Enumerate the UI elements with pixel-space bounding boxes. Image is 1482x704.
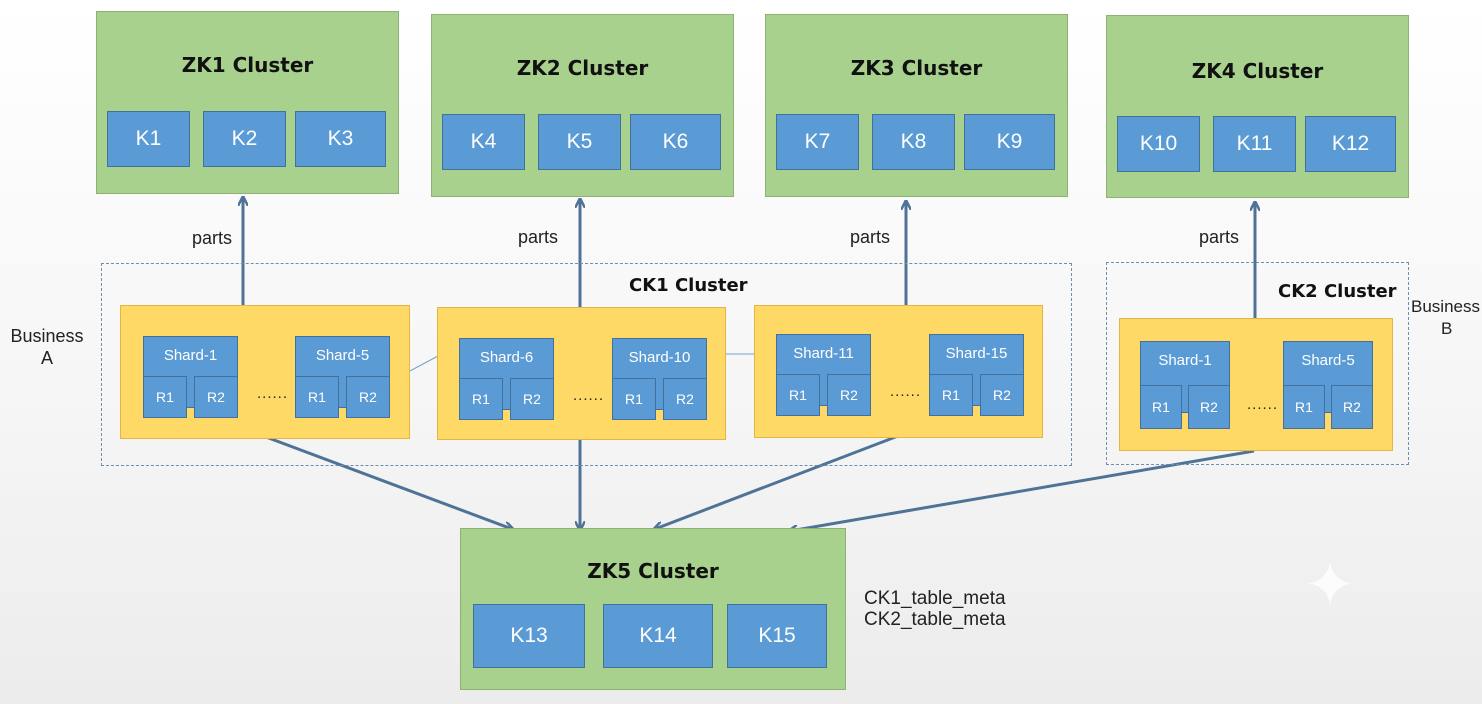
zk1-cluster: ZK1 Cluster K1 K2 K3 xyxy=(96,11,399,194)
zk-node: K4 xyxy=(442,114,525,170)
business-b-line2: B xyxy=(1441,319,1453,338)
zk-node: K2 xyxy=(203,111,286,167)
zk-node: K1 xyxy=(107,111,190,167)
business-b-line1: Business xyxy=(1411,297,1480,316)
replica-box: R2 xyxy=(1188,385,1230,429)
arrow-g1-to-zk5 xyxy=(265,435,512,529)
zk-node: K3 xyxy=(295,111,386,167)
zk-node: K10 xyxy=(1117,116,1200,172)
replica-box: R2 xyxy=(1331,385,1373,429)
ck2-table-meta: CK2_table_meta xyxy=(864,609,1006,630)
business-a-label: Business A xyxy=(4,325,90,369)
zk-node: K8 xyxy=(872,114,955,170)
ck1-cluster-title: CK1 Cluster xyxy=(629,275,748,296)
shard-group-4: Shard-1 R1 R2 ...... Shard-5 R1 R2 xyxy=(1119,318,1393,451)
zk4-cluster: ZK4 Cluster K10 K11 K12 xyxy=(1106,15,1409,198)
shard-group-2: Shard-6 R1 R2 ...... Shard-10 R1 R2 xyxy=(437,307,726,440)
business-a-line1: Business xyxy=(10,326,84,346)
replica-box: R1 xyxy=(612,378,656,420)
zk-node: K6 xyxy=(630,114,721,170)
sparkle-icon: ✦ xyxy=(1304,551,1356,620)
ck2-cluster: CK2 Cluster xyxy=(1106,262,1409,465)
replica-box: R1 xyxy=(1283,385,1325,429)
replica-box: R1 xyxy=(295,376,339,418)
replica-box: R1 xyxy=(776,374,820,416)
replica-box: R1 xyxy=(459,378,503,420)
zk4-cluster-title: ZK4 Cluster xyxy=(1191,59,1324,83)
zk-node: K5 xyxy=(538,114,621,170)
edge-label-parts: parts xyxy=(1199,227,1240,247)
business-a-line2: A xyxy=(40,348,53,368)
ck2-cluster-title: CK2 Cluster xyxy=(1278,281,1397,302)
group-link-1-2 xyxy=(407,355,439,373)
zk3-cluster: ZK3 Cluster K7 K8 K9 xyxy=(765,14,1068,197)
zk2-cluster: ZK2 Cluster K4 K5 K6 xyxy=(431,14,734,197)
zk-node: K12 xyxy=(1305,116,1396,172)
zk-node: K7 xyxy=(776,114,859,170)
replica-box: R2 xyxy=(346,376,390,418)
zk2-cluster-title: ZK2 Cluster xyxy=(516,56,649,80)
shard-ellipsis: ...... xyxy=(890,383,922,400)
ck1-cluster: CK1 Cluster xyxy=(101,263,1072,466)
zk-node: K15 xyxy=(727,604,827,668)
replica-box: R2 xyxy=(663,378,707,420)
business-b-label: Business B xyxy=(1411,296,1482,340)
zk-node: K13 xyxy=(473,604,585,668)
zk5-cluster-title: ZK5 Cluster xyxy=(587,559,719,583)
replica-box: R1 xyxy=(929,374,973,416)
shard-ellipsis: ...... xyxy=(1247,396,1279,413)
zk-node: K14 xyxy=(603,604,713,668)
replica-box: R1 xyxy=(1140,385,1182,429)
replica-box: R1 xyxy=(143,376,187,418)
zk1-cluster-title: ZK1 Cluster xyxy=(181,53,314,77)
shard-ellipsis: ...... xyxy=(573,387,605,404)
edge-label-parts: parts xyxy=(192,228,233,248)
replica-box: R2 xyxy=(194,376,238,418)
replica-box: R2 xyxy=(980,374,1024,416)
zk-node: K11 xyxy=(1213,116,1296,172)
zk5-cluster: ZK5 Cluster K13 K14 K15 xyxy=(460,528,846,690)
ck1-table-meta: CK1_table_meta xyxy=(864,588,1006,609)
edge-label-parts: parts xyxy=(518,227,559,247)
table-meta-labels: CK1_table_meta CK2_table_meta xyxy=(864,588,1006,630)
edge-label-parts: parts xyxy=(850,227,891,247)
replica-box: R2 xyxy=(827,374,871,416)
zk-node: K9 xyxy=(964,114,1055,170)
arrow-g3-to-zk5 xyxy=(655,434,899,529)
shard-group-3: Shard-11 R1 R2 ...... Shard-15 R1 R2 xyxy=(754,305,1043,438)
replica-box: R2 xyxy=(510,378,554,420)
shard-ellipsis: ...... xyxy=(257,385,289,402)
shard-group-1: Shard-1 R1 R2 ...... Shard-5 R1 R2 xyxy=(120,305,410,439)
zk3-cluster-title: ZK3 Cluster xyxy=(850,56,983,80)
